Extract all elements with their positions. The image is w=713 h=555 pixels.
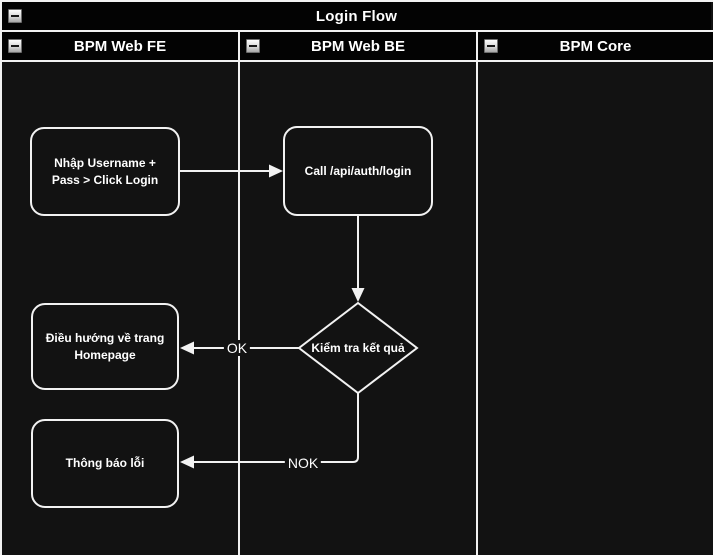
arrowhead-down-icon — [351, 288, 365, 302]
arrowhead-left-icon — [180, 341, 194, 355]
node-redirect-homepage[interactable]: Điều hướng về trang Homepage — [31, 303, 179, 390]
titlebar-separator — [0, 30, 713, 32]
pool-title: Login Flow — [315, 7, 398, 25]
node-label: Kiểm tra kết quả — [311, 341, 405, 355]
node-label: Call /api/auth/login — [304, 163, 412, 178]
lane-divider-2 — [476, 32, 478, 555]
minus-glyph — [11, 45, 19, 47]
arrowhead-right-icon — [269, 164, 283, 178]
minus-glyph — [249, 45, 257, 47]
node-check-result-label: Kiểm tra kết quả — [300, 303, 416, 393]
lane-label: BPM Core — [559, 37, 632, 55]
arrowhead-left-icon — [180, 455, 194, 469]
collapse-pool-icon[interactable] — [8, 9, 22, 23]
lane-header-bpm-web-be[interactable]: BPM Web BE — [240, 32, 476, 60]
minus-glyph — [11, 15, 19, 17]
collapse-lane-fe-icon[interactable] — [8, 39, 22, 53]
edge-check-nok[interactable] — [194, 393, 359, 463]
lane-label: BPM Web FE — [73, 37, 167, 55]
lane-header-bpm-core[interactable]: BPM Core — [478, 32, 713, 60]
pool-titlebar[interactable]: Login Flow — [2, 2, 711, 30]
pool-left-border — [0, 0, 2, 555]
node-label: Thông báo lỗi — [65, 456, 145, 471]
node-input-credentials[interactable]: Nhập Username + Pass > Click Login — [30, 127, 180, 216]
collapse-lane-be-icon[interactable] — [246, 39, 260, 53]
collapse-lane-core-icon[interactable] — [484, 39, 498, 53]
lane-divider-1 — [238, 32, 240, 555]
lane-header-bpm-web-fe[interactable]: BPM Web FE — [2, 32, 238, 60]
node-call-login-api[interactable]: Call /api/auth/login — [283, 126, 433, 216]
lane-label: BPM Web BE — [311, 37, 405, 55]
node-show-error[interactable]: Thông báo lỗi — [31, 419, 179, 508]
edge-label-ok[interactable]: OK — [223, 340, 251, 356]
minus-glyph — [487, 45, 495, 47]
pool-top-border — [0, 0, 713, 2]
lane-header-separator — [0, 60, 713, 62]
node-check-result-diamond[interactable] — [297, 301, 419, 395]
node-label: Nhập Username + Pass > Click Login — [51, 156, 159, 187]
node-label: Điều hướng về trang Homepage — [45, 331, 165, 362]
edge-label-nok[interactable]: NOK — [284, 455, 322, 471]
